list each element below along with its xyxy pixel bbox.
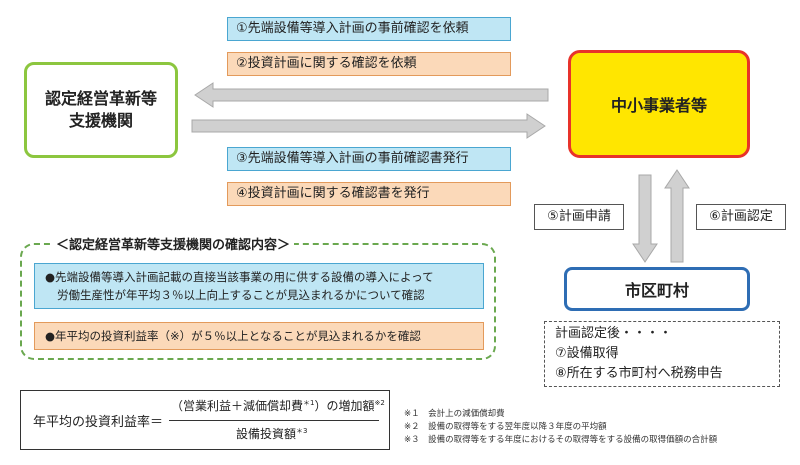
sme-label: 中小事業者等 [610, 96, 707, 115]
formula-numerator-text: （営業利益＋減価償却費 [171, 399, 304, 413]
after-approval-line-2: ⑦設備取得 [555, 346, 619, 361]
confirmation-item-1-line-2: 労働生産性が年平均３％以上向上することが見込まれるかについて確認 [57, 288, 425, 302]
step-5-box: ⑤計画申請 [534, 204, 624, 230]
support-org-node: 認定経営革新等 支援機関 [24, 62, 178, 158]
step-2-box: ②投資計画に関する確認を依頼 [227, 52, 511, 76]
step-5-label: ⑤計画申請 [547, 209, 611, 224]
footnote-1: ※１ 会計上の減価償却費 [404, 409, 505, 419]
step-6-label: ⑥計画認定 [709, 209, 773, 224]
formula-denominator-text: 設備投資額 [236, 427, 297, 441]
formula-sup-1: ＊1 [303, 399, 315, 407]
support-org-label-2: 支援機関 [68, 111, 133, 130]
confirmation-item-1-line-1: ●先端設備等導入計画記載の直接当該事業の用に供する設備の導入によって [45, 270, 434, 284]
confirmation-panel-title: ＜認定経営革新等支援機関の確認内容＞ [52, 234, 295, 253]
municipality-label: 市区町村 [624, 281, 689, 300]
formula-numerator: （営業利益＋減価償却費＊1）の増加額※2 [171, 397, 385, 414]
step-1-label: ①先端設備等導入計画の事前確認を依頼 [236, 21, 469, 36]
step-4-box: ④投資計画に関する確認書を発行 [227, 182, 511, 206]
arrow-right [191, 113, 546, 139]
footnote-2: ※２ 設備の取得等をする翌年度以降３年度の平均額 [404, 422, 607, 432]
step-2-label: ②投資計画に関する確認を依頼 [236, 56, 417, 71]
formula-denominator: 設備投資額＊3 [236, 425, 307, 442]
arrow-left [194, 82, 549, 108]
formula-numerator-end: ）の増加額 [314, 399, 375, 413]
formula-fraction-bar [169, 420, 379, 421]
after-approval-line-3: ⑧所在する市町村へ税務申告 [555, 366, 723, 381]
formula-sup-2: ※2 [374, 399, 385, 407]
step-6-box: ⑥計画認定 [696, 204, 786, 230]
confirmation-item-1: ●先端設備等導入計画記載の直接当該事業の用に供する設備の導入によって 労働生産性… [34, 263, 484, 309]
sme-node: 中小事業者等 [568, 50, 750, 158]
formula-box: 年平均の投資利益率＝ （営業利益＋減価償却費＊1）の増加額※2 設備投資額＊3 [20, 390, 390, 450]
confirmation-item-2: ●年平均の投資利益率（※）が５％以上となることが見込まれるかを確認 [34, 322, 484, 350]
step-3-label: ③先端設備等導入計画の事前確認書発行 [236, 151, 469, 166]
step-1-box: ①先端設備等導入計画の事前確認を依頼 [227, 17, 511, 41]
confirmation-item-2-label: ●年平均の投資利益率（※）が５％以上となることが見込まれるかを確認 [45, 329, 421, 343]
step-3-box: ③先端設備等導入計画の事前確認書発行 [227, 147, 511, 171]
arrow-up [664, 169, 690, 263]
municipality-node: 市区町村 [564, 267, 750, 311]
step-4-label: ④投資計画に関する確認書を発行 [236, 186, 430, 201]
footnotes: ※１ 会計上の減価償却費 ※２ 設備の取得等をする翌年度以降３年度の平均額 ※３… [404, 408, 794, 447]
arrow-down [632, 174, 658, 263]
support-org-label-1: 認定経営革新等 [44, 89, 157, 108]
footnote-3: ※３ 設備の取得等をする年度におけるその取得等をする設備の取得価額の合計額 [404, 435, 718, 445]
after-approval-line-1: 計画認定後・・・・ [555, 326, 673, 341]
formula-lhs: 年平均の投資利益率＝ [33, 415, 164, 430]
after-approval-box: 計画認定後・・・・ ⑦設備取得 ⑧所在する市町村へ税務申告 [544, 321, 780, 387]
formula-sup-3: ＊3 [296, 427, 308, 435]
